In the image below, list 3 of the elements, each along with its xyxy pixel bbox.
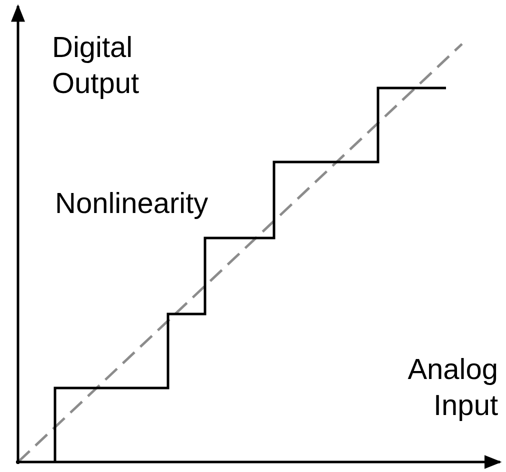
annotation-label: Nonlinearity — [55, 187, 210, 222]
axis-label: Analog Input — [406, 353, 498, 424]
axis-label: Digital Output — [52, 31, 140, 102]
